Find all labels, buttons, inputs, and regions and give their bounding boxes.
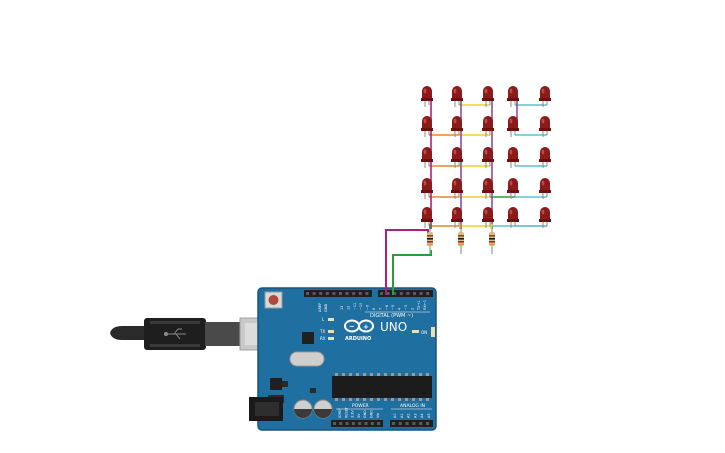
led[interactable]: [451, 207, 463, 228]
on-led-label: ON: [421, 330, 427, 335]
digital-header: [304, 290, 433, 297]
capacitor: [293, 399, 313, 419]
pin-label: GND: [370, 410, 374, 418]
aref-label: AREF: [318, 303, 322, 312]
pin-label: ~11: [353, 303, 357, 310]
wire[interactable]: [490, 223, 493, 230]
pin-label: A5: [427, 414, 431, 418]
led[interactable]: [507, 178, 519, 199]
resistor-group: [427, 224, 495, 254]
led[interactable]: [451, 86, 463, 107]
pin-label: ~9: [366, 305, 370, 310]
led[interactable]: [482, 86, 494, 107]
pin-label: 7: [378, 308, 382, 310]
pin-label: Vin: [376, 413, 380, 418]
led[interactable]: [482, 116, 494, 137]
led[interactable]: [507, 207, 519, 228]
power-jack[interactable]: [249, 397, 283, 421]
analog-header-label: ANALOG IN: [400, 403, 425, 409]
led[interactable]: [507, 86, 519, 107]
led[interactable]: [539, 147, 551, 168]
pin-label: 12: [346, 306, 350, 310]
pin-label: 2: [410, 308, 414, 310]
led[interactable]: [421, 147, 433, 168]
led[interactable]: [421, 86, 433, 107]
usb-symbol-icon: [163, 328, 186, 340]
gnd-label: GND: [324, 304, 328, 312]
led[interactable]: [539, 116, 551, 137]
led[interactable]: [539, 207, 551, 228]
led[interactable]: [451, 178, 463, 199]
pin-label: ~6: [385, 305, 389, 310]
power-header-label: POWER: [352, 403, 369, 409]
led[interactable]: [539, 178, 551, 199]
resistor[interactable]: [458, 224, 464, 254]
pin-label: IOREF: [338, 408, 342, 418]
led[interactable]: [421, 207, 433, 228]
pin-label: RESET: [344, 406, 348, 418]
led[interactable]: [482, 147, 494, 168]
wire-to-pin-5[interactable]: [392, 250, 432, 295]
pin-label: A3: [413, 414, 417, 418]
analog-header: [390, 420, 433, 427]
pin-label: A1: [400, 414, 404, 418]
capacitor: [313, 399, 333, 419]
led-matrix: [421, 86, 551, 228]
pin-label: ~3: [404, 305, 408, 310]
svg-text:+: +: [363, 323, 369, 331]
pin-label: GND: [363, 410, 367, 418]
wire[interactable]: [459, 223, 462, 230]
svg-text:−: −: [349, 323, 355, 331]
uno-logo-text: UNO: [380, 320, 407, 334]
pin-label: A0: [393, 414, 397, 418]
led[interactable]: [539, 86, 551, 107]
led[interactable]: [451, 147, 463, 168]
pin-label: A2: [407, 414, 411, 418]
brand-text: ARDUINO: [345, 336, 371, 342]
pin-label: 8: [372, 308, 376, 310]
pin-label: TX→1: [417, 301, 421, 311]
power-header: [331, 420, 383, 427]
pin-label: 5V: [357, 413, 361, 418]
led[interactable]: [421, 116, 433, 137]
tx-led-label: TX: [319, 329, 325, 334]
led[interactable]: [482, 178, 494, 199]
arduino-infinity-logo-icon: [344, 319, 374, 333]
led[interactable]: [421, 178, 433, 199]
pin-label: A4: [420, 414, 424, 418]
pin-label: ~10: [359, 303, 363, 310]
pin-label: ~5: [391, 305, 395, 310]
pin-label: RX←0: [423, 300, 427, 310]
rx-led-label: RX: [320, 336, 326, 341]
pin-label: 3.3V: [351, 410, 355, 418]
atmega-chip: [332, 373, 432, 401]
led[interactable]: [451, 116, 463, 137]
pin-label: 13: [340, 306, 344, 310]
l-led-label: L: [322, 317, 325, 322]
led[interactable]: [482, 207, 494, 228]
reset-button[interactable]: [264, 291, 283, 309]
digital-header-label: DIGITAL (PWM ~): [370, 313, 413, 319]
led[interactable]: [507, 116, 519, 137]
led[interactable]: [507, 147, 519, 168]
pin-label: 4: [398, 308, 402, 310]
